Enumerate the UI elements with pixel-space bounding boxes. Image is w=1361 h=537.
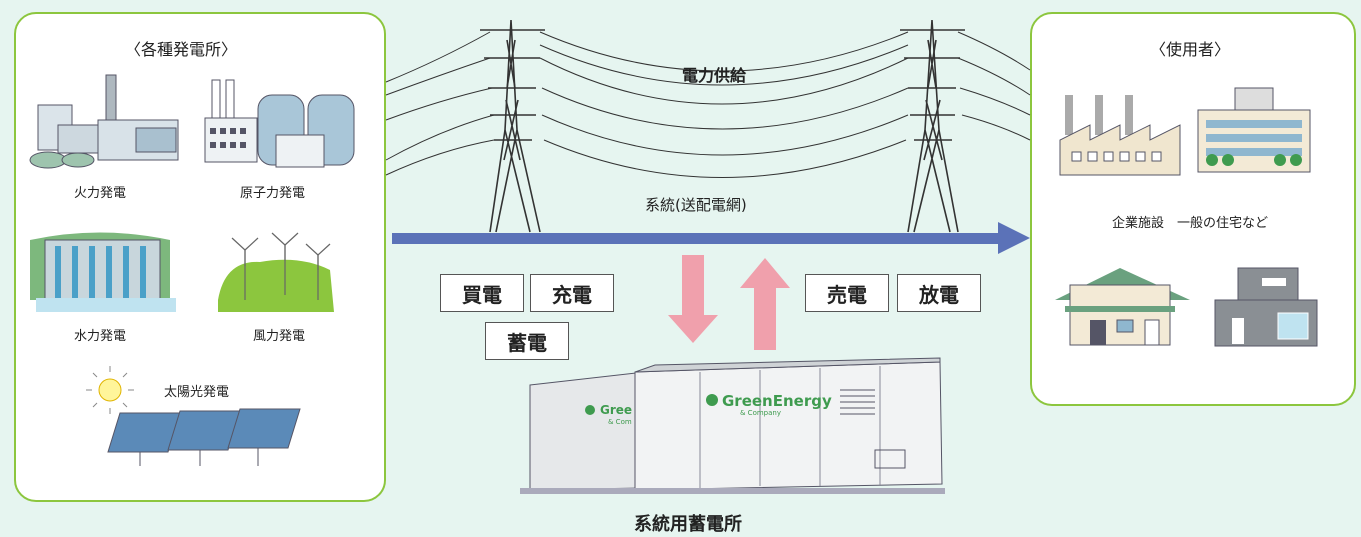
- store-box: 蓄電: [485, 322, 569, 360]
- brand-short: Gree: [600, 403, 633, 417]
- grid-flow-arrow: [392, 222, 1030, 254]
- power-plants-title: 〈各種発電所〉: [125, 40, 238, 59]
- thermal-label: 火力発電: [74, 186, 127, 201]
- sell-power-box: 売電: [805, 274, 889, 312]
- nuclear-label: 原子力発電: [240, 186, 306, 201]
- factory-icon: [1059, 95, 1181, 176]
- power-lines: [385, 31, 1031, 178]
- brand-sub: & Company: [740, 409, 781, 417]
- hydro-label: 水力発電: [74, 329, 127, 344]
- hydro-dam-icon: [30, 232, 176, 312]
- solar-label: 太陽光発電: [164, 385, 230, 400]
- thermal-plant-icon: [29, 74, 179, 169]
- buy-power-box: 買電: [440, 274, 524, 312]
- charge-arrow: [668, 255, 718, 343]
- battery-container-icon: [520, 357, 945, 494]
- transmission-tower-icon: [480, 19, 545, 233]
- users-title: 〈使用者〉: [1150, 40, 1231, 59]
- grid-network-label: 系統(送配電網): [645, 196, 747, 214]
- discharge-arrow: [740, 258, 790, 350]
- house-icon: [1055, 268, 1190, 346]
- nuclear-plant-icon: [204, 79, 355, 168]
- power-supply-label: 電力供給: [682, 66, 747, 85]
- storage-station-label: 系統用蓄電所: [634, 514, 742, 535]
- solar-panel-icon: [107, 408, 301, 466]
- wind-farm-icon: [218, 232, 334, 312]
- charge-box: 充電: [530, 274, 614, 312]
- wind-label: 風力発電: [253, 329, 306, 344]
- sun-icon: [86, 366, 134, 414]
- office-building-icon: [1197, 87, 1311, 173]
- discharge-box: 放電: [897, 274, 981, 312]
- brand-short-sub: & Com: [608, 418, 632, 426]
- transmission-tower-icon: [900, 19, 965, 233]
- modern-house-icon: [1214, 267, 1318, 347]
- brand-name: GreenEnergy: [722, 392, 832, 410]
- users-caption: 企業施設 一般の住宅など: [1112, 216, 1269, 231]
